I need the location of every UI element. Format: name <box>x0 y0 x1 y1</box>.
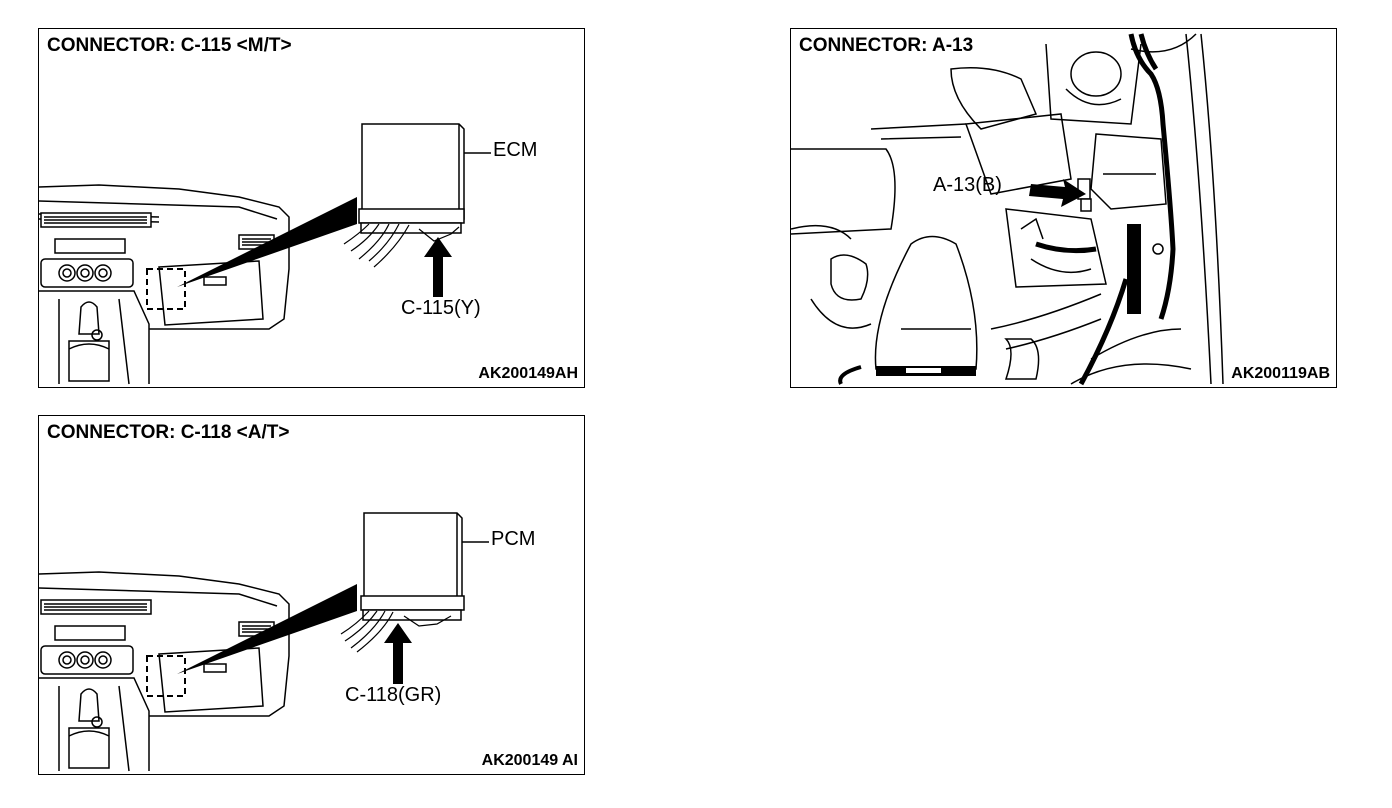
panel-title: CONNECTOR: A-13 <box>799 35 978 57</box>
ecm-label: ECM <box>493 139 538 161</box>
figure-code: AK200149 AI <box>481 752 578 769</box>
dashboard-illustration <box>39 512 489 772</box>
panel-title: CONNECTOR: C-115 <M/T> <box>47 35 296 57</box>
connector-panel-a13: CONNECTOR: A-13 <box>790 28 1337 388</box>
figure-code: AK200119AB <box>1231 365 1330 383</box>
figure-code-suffix: AB <box>1306 365 1330 382</box>
connector-panel-c118: CONNECTOR: C-118 <A/T> <box>38 415 585 775</box>
pcm-label: PCM <box>491 528 536 550</box>
panel-title: CONNECTOR: C-118 <A/T> <box>47 422 294 444</box>
engine-bay-illustration <box>791 33 1224 386</box>
figure-code-main: AK200119 <box>1231 365 1307 382</box>
dashboard-illustration <box>39 123 491 385</box>
connector-label: C-118(GR) <box>345 684 442 706</box>
connector-label: C-115(Y) <box>401 297 481 319</box>
connector-panel-c115: CONNECTOR: C-115 <M/T> <box>38 28 585 388</box>
figure-code: AK200149AH <box>478 365 578 382</box>
connector-label: A-13(B) <box>933 174 1002 196</box>
